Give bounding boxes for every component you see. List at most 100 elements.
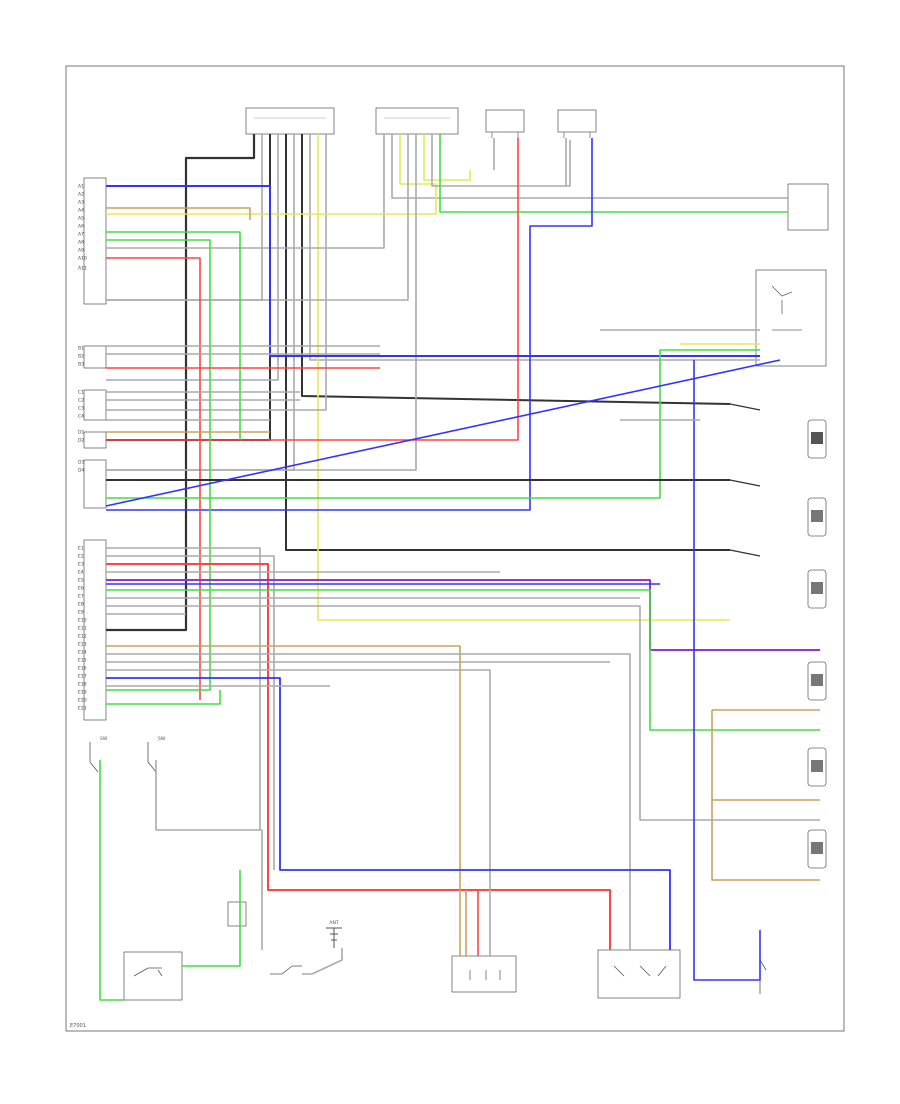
wire	[106, 138, 519, 441]
pin-label: E7	[78, 594, 84, 600]
wire	[106, 138, 593, 511]
wire	[711, 710, 820, 881]
top-sensor-connector-2	[557, 109, 597, 138]
sensor-right-6	[807, 829, 827, 869]
top-connector-2	[375, 107, 459, 135]
wire	[106, 185, 760, 357]
pin-label: B2	[78, 354, 84, 360]
wire	[106, 677, 671, 950]
pin-label: E2	[78, 554, 84, 560]
pin-label: E20	[78, 698, 87, 704]
pin-label: D4	[78, 468, 84, 474]
pin-label: E3	[78, 562, 84, 568]
pin-label: E12	[78, 634, 87, 640]
pin-label: E14	[78, 650, 87, 656]
pin-label: A10	[78, 256, 87, 262]
pin-label: E11	[78, 626, 87, 632]
pin-label: D3	[78, 460, 84, 466]
pin-label: A2	[78, 192, 84, 198]
component-rear-right-1	[787, 183, 829, 231]
pin-label: E9	[78, 610, 84, 616]
pin-label: E5	[78, 578, 84, 584]
wire	[431, 134, 571, 187]
left-ecu-connector	[83, 177, 107, 721]
pin-label: C2	[78, 398, 84, 404]
diagram-frame	[65, 65, 845, 1032]
wire	[106, 645, 461, 956]
wire	[182, 870, 241, 967]
wire	[285, 134, 730, 551]
bottom-switch-center	[270, 965, 312, 975]
pin-label: E18	[78, 682, 87, 688]
wire	[106, 207, 251, 220]
pin-label: E4	[78, 570, 84, 576]
pin-label: E1	[78, 546, 84, 552]
wire	[106, 239, 211, 691]
wire	[155, 760, 262, 831]
pin-label: E8	[78, 602, 84, 608]
pin-label: A6	[78, 224, 84, 230]
pin-label: A1	[78, 184, 84, 190]
wire	[106, 563, 611, 950]
pin-label: A3	[78, 200, 84, 206]
wire	[729, 479, 761, 487]
wire	[106, 231, 241, 440]
wire	[106, 605, 820, 821]
pin-label: A4	[78, 208, 84, 214]
sensor-right-2	[807, 497, 827, 537]
component-relay-box	[755, 269, 827, 367]
wire	[301, 134, 731, 405]
wire	[106, 134, 327, 411]
pin-label: A9	[78, 248, 84, 254]
wire	[106, 257, 201, 700]
bottom-switch-left	[123, 951, 183, 1001]
pin-label: E19	[78, 690, 87, 696]
pin-label: A7	[78, 232, 84, 238]
left-switch-1-label: SW	[100, 736, 108, 742]
pin-label: E6	[78, 586, 84, 592]
sensor-right-3	[807, 569, 827, 609]
top-sensor-connector-1	[485, 109, 525, 138]
pin-label: C4	[78, 414, 84, 420]
pin-label: E21	[78, 706, 87, 712]
wire	[106, 134, 271, 441]
wire	[106, 134, 279, 381]
wire	[105, 359, 781, 507]
wire-layer	[99, 134, 820, 1001]
pin-label: C1	[78, 390, 84, 396]
pin-label: E15	[78, 658, 87, 664]
pin-label-layer: A1A2A3A4A5A6A7A8A9A10A11B1B2B3C1C2C3C4D1…	[78, 184, 87, 712]
antenna-label: ANT	[329, 920, 338, 926]
left-switch-2-label: SW	[158, 736, 166, 742]
wire	[106, 555, 275, 870]
wire	[391, 134, 788, 199]
wire	[106, 547, 261, 830]
wire	[106, 653, 631, 950]
wire	[106, 134, 437, 215]
pin-label: A5	[78, 216, 84, 222]
wire	[311, 948, 343, 975]
sensor-right-4	[807, 661, 827, 701]
sensor-right-5	[807, 747, 827, 787]
wire	[106, 690, 221, 705]
pin-label: B3	[78, 362, 84, 368]
wire	[439, 134, 788, 213]
wire	[106, 134, 256, 632]
pin-label: E17	[78, 674, 87, 680]
pin-label: B1	[78, 346, 84, 352]
pin-label: C3	[78, 406, 84, 412]
antenna-icon: ANT	[326, 920, 342, 948]
pin-label: E16	[78, 666, 87, 672]
wire	[729, 403, 761, 411]
wire	[99, 760, 124, 1001]
pin-label: E13	[78, 642, 87, 648]
wire	[423, 134, 471, 181]
bottom-right-module	[597, 949, 681, 999]
bottom-right-switch	[759, 930, 767, 994]
pin-label: A11	[78, 266, 87, 272]
bottom-small-module	[227, 901, 247, 927]
wire	[106, 589, 820, 731]
wire	[729, 549, 761, 557]
